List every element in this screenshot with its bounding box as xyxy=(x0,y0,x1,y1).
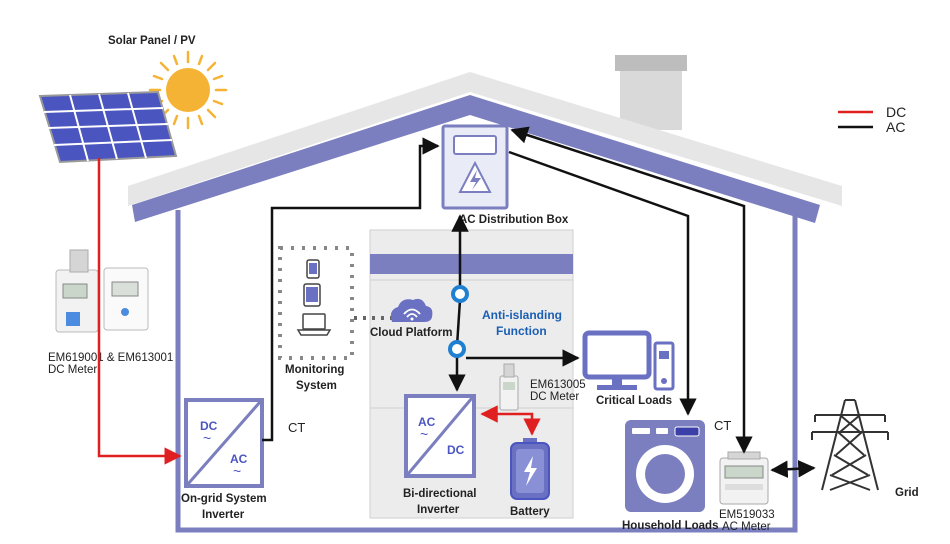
dc-meter-devices xyxy=(55,249,149,333)
chimney xyxy=(620,68,682,130)
inverter-dc-tilde: ~ xyxy=(203,430,211,446)
solar-panel-label: Solar Panel / PV xyxy=(108,35,196,47)
house xyxy=(128,55,842,533)
inverter-dc-text: DC xyxy=(200,419,218,433)
lightning-icon xyxy=(524,456,537,486)
em613005-label: EM613005 xyxy=(530,379,586,391)
legend-dc-label: DC xyxy=(886,104,906,120)
ac-line-acbox-to-meter xyxy=(510,126,753,454)
bidir-ac-text: AC xyxy=(418,415,436,429)
phone-icon xyxy=(306,259,320,279)
monitor-icon xyxy=(582,330,675,391)
cabinet-band xyxy=(370,254,573,274)
ac-meter xyxy=(719,451,769,505)
monitoring-system xyxy=(278,246,354,360)
battery-label: Battery xyxy=(510,506,550,518)
ct-left-label: CT xyxy=(288,420,305,435)
dc-meter-label: EM619001 & EM613001 xyxy=(48,352,173,364)
inverter-ac-tilde: ~ xyxy=(233,463,241,479)
cloud-platform-label: Cloud Platform xyxy=(370,327,452,339)
em613005-label: DC Meter xyxy=(530,391,579,403)
bidirectional-inverter-label: Inverter xyxy=(417,504,460,516)
ac-line-meter-to-grid xyxy=(770,460,816,478)
ongrid-inverter: DC ~ AC ~ xyxy=(184,398,264,488)
solar-panel-icon xyxy=(38,90,178,164)
ongrid-inverter-label: On-grid System xyxy=(181,493,267,505)
dc-line-panel-to-inverter xyxy=(97,158,182,465)
bidir-dc-text: DC xyxy=(447,443,465,457)
ac-line-node-link xyxy=(455,299,462,347)
washing-machine-icon xyxy=(625,420,705,512)
bidirectional-inverter-label: Bi-directional xyxy=(403,488,476,500)
ac-line-ongrid-to-acbox xyxy=(262,137,440,442)
anti-islanding-label: Anti-islanding xyxy=(482,308,562,322)
monitoring-dotted-frame xyxy=(278,246,354,360)
ct-right-label: CT xyxy=(714,418,731,433)
roof-light-band xyxy=(128,72,842,206)
household-loads-label: Household Loads xyxy=(622,520,718,532)
transmission-tower-icon xyxy=(811,399,889,491)
critical-loads-label: Critical Loads xyxy=(596,395,672,407)
grid-label: Grid xyxy=(895,487,919,499)
tablet-icon xyxy=(303,283,321,307)
laptop-icon xyxy=(296,313,332,336)
anti-islanding-label: Function xyxy=(496,324,547,338)
house-walls xyxy=(175,210,798,533)
bidirectional-inverter: AC ~ DC xyxy=(404,394,476,478)
dc-meter-label: DC Meter xyxy=(48,364,97,376)
monitoring-label: System xyxy=(296,380,337,392)
battery xyxy=(510,438,550,500)
bidir-ac-tilde: ~ xyxy=(420,426,428,442)
monitoring-label: Monitoring xyxy=(285,364,344,376)
dc-meter-em613001 xyxy=(103,267,149,331)
ongrid-inverter-label: Inverter xyxy=(202,509,245,521)
wifi-cloud-icon xyxy=(390,298,433,322)
legend-ac-label: AC xyxy=(886,119,905,135)
ac-distribution-box-label: AC Distribution Box xyxy=(459,214,569,226)
anti-islanding-node xyxy=(451,285,469,303)
ac-meter-label: EM519033 xyxy=(719,509,775,521)
ac-distribution-box xyxy=(441,124,509,210)
chimney-cap xyxy=(615,55,687,71)
ac-meter-label: AC Meter xyxy=(722,521,771,533)
junction-node xyxy=(448,340,466,358)
inverter-ac-text: AC xyxy=(230,452,248,466)
legend: DC AC xyxy=(838,104,906,135)
